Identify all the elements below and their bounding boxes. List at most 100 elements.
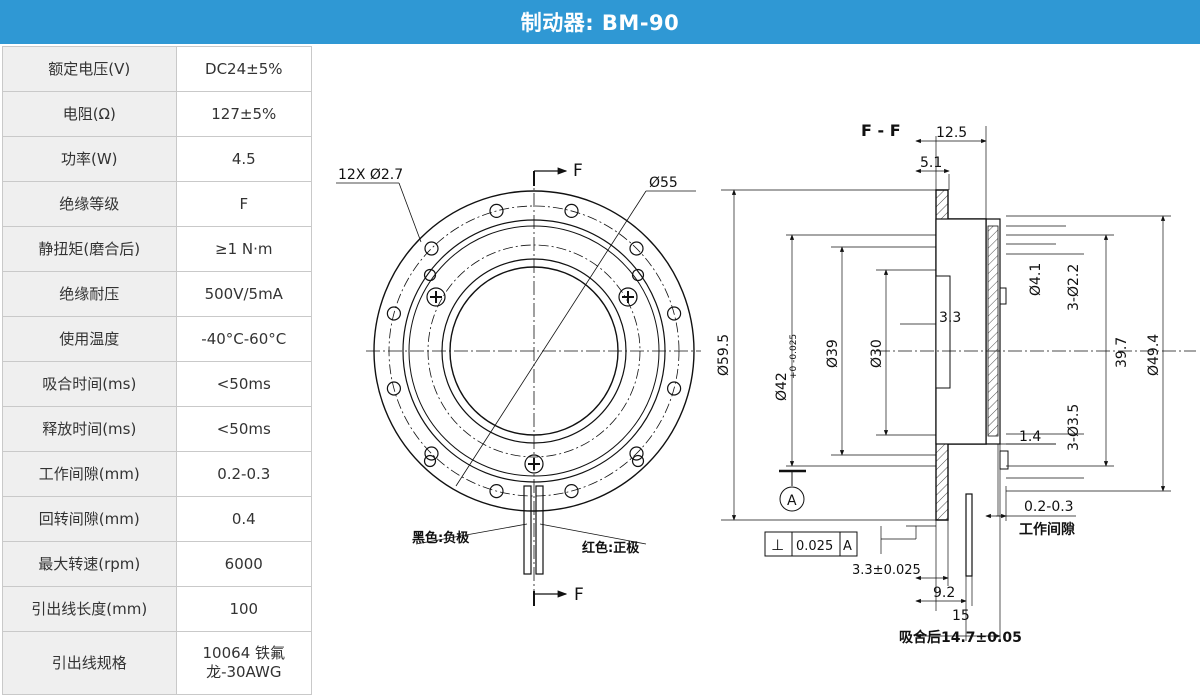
section-title: F - F: [861, 121, 901, 140]
bolt-hole: [564, 203, 579, 218]
bolt-hole: [424, 446, 439, 461]
mounting-hole: [631, 454, 645, 468]
outer-flange-circle: [373, 190, 695, 512]
dim-15: 15: [952, 608, 970, 624]
tolerance-value: 0.025: [796, 539, 833, 554]
spec-value: 0.2-0.3: [175, 451, 313, 497]
spec-label: 额定电压(V): [2, 46, 177, 92]
dim-3-3-5: 3-Ø3.5: [1066, 404, 1082, 451]
bolt-hole: [386, 381, 402, 396]
spec-value: <50ms: [175, 361, 313, 407]
bolt-hole: [489, 484, 504, 499]
spec-row: 工作间隙(mm)0.2-0.3: [2, 451, 313, 497]
dim-39-7: 39.7: [1114, 337, 1130, 368]
spec-row: 引出线长度(mm)100: [2, 586, 313, 632]
spec-value: 500V/5mA: [175, 271, 313, 317]
spec-label: 回转间隙(mm): [2, 496, 177, 542]
dim-12-5: 12.5: [936, 125, 967, 141]
spec-value: 6000: [175, 541, 313, 587]
pull-in-label: 吸合后14.7±0.05: [899, 629, 1022, 646]
spec-row: 静扭矩(磨合后)≥1 N·m: [2, 226, 313, 272]
spec-row: 吸合时间(ms)<50ms: [2, 361, 313, 407]
spec-value: F: [175, 181, 313, 227]
spec-label: 静扭矩(磨合后): [2, 226, 177, 272]
spec-label: 吸合时间(ms): [2, 361, 177, 407]
bolt-hole: [424, 241, 439, 256]
spec-row: 最大转速(rpm)6000: [2, 541, 313, 587]
section-mark-bottom: F: [574, 585, 584, 605]
spec-label: 引出线长度(mm): [2, 586, 177, 632]
spec-row: 功率(W)4.5: [2, 136, 313, 182]
holes-label: 12X Ø2.7: [338, 167, 403, 183]
tolerance-symbol: ⊥: [771, 536, 784, 554]
spec-row: 释放时间(ms)<50ms: [2, 406, 313, 452]
dim-0-2-0-3: 0.2-0.3: [1024, 499, 1074, 515]
tolerance-datum: A: [843, 539, 852, 554]
dim-39: Ø39: [825, 339, 841, 368]
spec-label: 功率(W): [2, 136, 177, 182]
dim-42-main: Ø42: [774, 372, 790, 401]
spec-row: 回转间隙(mm)0.4: [2, 496, 313, 542]
bolt-hole: [386, 306, 402, 321]
spec-row: 使用温度-40°C-60°C: [2, 316, 313, 362]
section-view: [721, 126, 1196, 641]
dim-1-4: 1.4: [1019, 429, 1041, 445]
screw-icon: [524, 454, 544, 474]
outer-diameter-label: Ø55: [649, 175, 678, 191]
black-lead-wire: [523, 485, 532, 575]
spec-value: ≥1 N·m: [175, 226, 313, 272]
red-wire-label: 红色:正极: [582, 540, 640, 556]
screw-icon: [426, 287, 446, 307]
spec-value: 10064 铁氟龙-30AWG: [175, 631, 313, 695]
spec-value: 100: [175, 586, 313, 632]
bolt-hole: [629, 446, 644, 461]
spec-label: 引出线规格: [2, 631, 177, 695]
red-lead-wire: [535, 485, 544, 575]
spec-label: 电阻(Ω): [2, 91, 177, 137]
spec-label: 最大转速(rpm): [2, 541, 177, 587]
spec-value: 4.5: [175, 136, 313, 182]
page-title: 制动器: BM-90: [0, 0, 1200, 44]
spec-label: 使用温度: [2, 316, 177, 362]
dim-4-1: Ø4.1: [1028, 263, 1044, 296]
dim-5-1: 5.1: [920, 155, 942, 171]
spec-value: 127±5%: [175, 91, 313, 137]
bolt-hole: [629, 241, 644, 256]
spec-label: 释放时间(ms): [2, 406, 177, 452]
datum-a-label: A: [787, 493, 797, 509]
spec-value: <50ms: [175, 406, 313, 452]
dim-59-5: Ø59.5: [716, 334, 732, 376]
spec-label: 绝缘等级: [2, 181, 177, 227]
spec-row: 额定电压(V)DC24±5%: [2, 46, 313, 92]
screw-icon: [618, 287, 638, 307]
dim-30: Ø30: [869, 339, 885, 368]
bolt-hole: [564, 484, 579, 499]
bolt-hole: [667, 306, 682, 321]
dim-49-4: Ø49.4: [1146, 334, 1162, 376]
technical-drawing: 12X Ø2.7 Ø55 F F 黑色:负极 红色:正极: [336, 121, 1196, 646]
bolt-hole: [489, 203, 504, 218]
dim-42-tol: +0 -0.025: [789, 334, 799, 379]
mounting-hole: [423, 454, 437, 468]
section-mark-top: F: [573, 161, 583, 181]
gap-label: 工作间隙: [1019, 521, 1075, 538]
spec-label: 绝缘耐压: [2, 271, 177, 317]
spec-value: DC24±5%: [175, 46, 313, 92]
tolerance-frame: [764, 531, 858, 557]
spec-row: 电阻(Ω)127±5%: [2, 91, 313, 137]
front-view: [336, 167, 701, 606]
bolt-hole: [667, 381, 682, 396]
spec-label: 工作间隙(mm): [2, 451, 177, 497]
dim-9-2: 9.2: [933, 585, 955, 601]
front-view-labels: 12X Ø2.7 Ø55 F F 黑色:负极 红色:正极: [338, 161, 678, 605]
spec-value: 0.4: [175, 496, 313, 542]
dim-3-3: 3.3: [939, 310, 961, 326]
dim-3-2-2: 3-Ø2.2: [1066, 264, 1082, 311]
dim-3-3-tol: 3.3±0.025: [852, 563, 921, 578]
black-wire-label: 黑色:负极: [412, 530, 470, 546]
section-view-labels: F - F 12.5 5.1 Ø59.5 Ø42 +0 -0.025 Ø39 Ø…: [716, 121, 1162, 646]
